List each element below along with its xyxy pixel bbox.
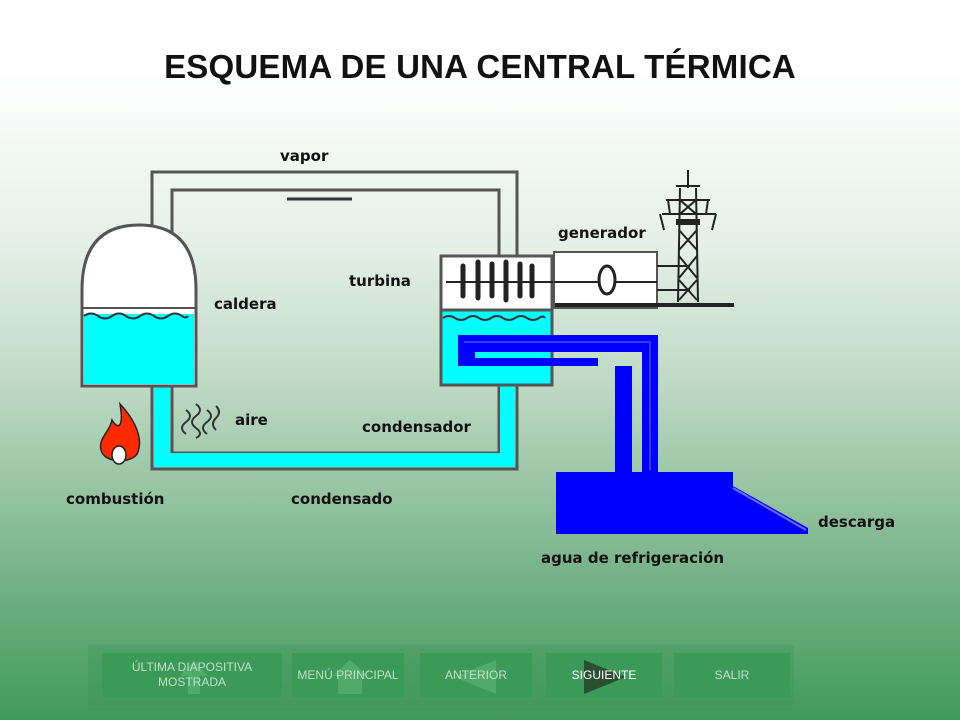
label-turbina: turbina	[349, 272, 411, 290]
label-caldera: caldera	[214, 295, 277, 313]
main-menu-button[interactable]: MENÚ PRINCIPAL	[292, 653, 404, 697]
condensate-flow-left	[154, 385, 170, 467]
boiler	[80, 223, 198, 388]
condensate-flow	[154, 453, 515, 467]
turbine	[439, 254, 555, 310]
page-title: ESQUEMA DE UNA CENTRAL TÉRMICA	[164, 48, 796, 85]
cooling-water-pipe	[458, 335, 658, 478]
label-combustion: combustión	[66, 490, 164, 508]
next-label: SIGUIENTE	[571, 667, 637, 682]
main-menu-label: MENÚ PRINCIPAL	[297, 667, 399, 682]
label-condensado: condensado	[291, 490, 393, 508]
exit-button[interactable]: SALIR	[674, 653, 790, 697]
label-vapor: vapor	[280, 147, 329, 165]
arrow-left-icon	[454, 660, 496, 694]
exit-label: SALIR	[714, 667, 750, 682]
home-icon	[332, 660, 368, 694]
arrow-right-icon	[584, 660, 626, 694]
last-slide-label: ÚLTIMA DIAPOSITIVA MOSTRADA	[131, 660, 253, 689]
cooling-water-tank	[556, 472, 808, 534]
previous-button[interactable]: ANTERIOR	[420, 653, 532, 697]
condensate-flow-right	[500, 385, 515, 467]
return-icon	[180, 660, 208, 694]
last-slide-button[interactable]: ÚLTIMA DIAPOSITIVA MOSTRADA	[102, 653, 282, 697]
air-icon	[181, 403, 220, 439]
next-button[interactable]: SIGUIENTE	[546, 653, 662, 697]
generator	[553, 251, 734, 309]
label-descarga: descarga	[818, 513, 895, 531]
previous-label: ANTERIOR	[444, 667, 507, 682]
label-aire: aire	[235, 411, 268, 429]
flame-icon	[99, 401, 141, 465]
label-agua-refrigeracion: agua de refrigeración	[541, 549, 724, 567]
transmission-tower-icon	[659, 170, 717, 303]
navigation-bar: ÚLTIMA DIAPOSITIVA MOSTRADA MENÚ PRINCIP…	[88, 645, 794, 705]
label-condensador: condensador	[362, 418, 472, 436]
label-generador: generador	[558, 224, 646, 242]
